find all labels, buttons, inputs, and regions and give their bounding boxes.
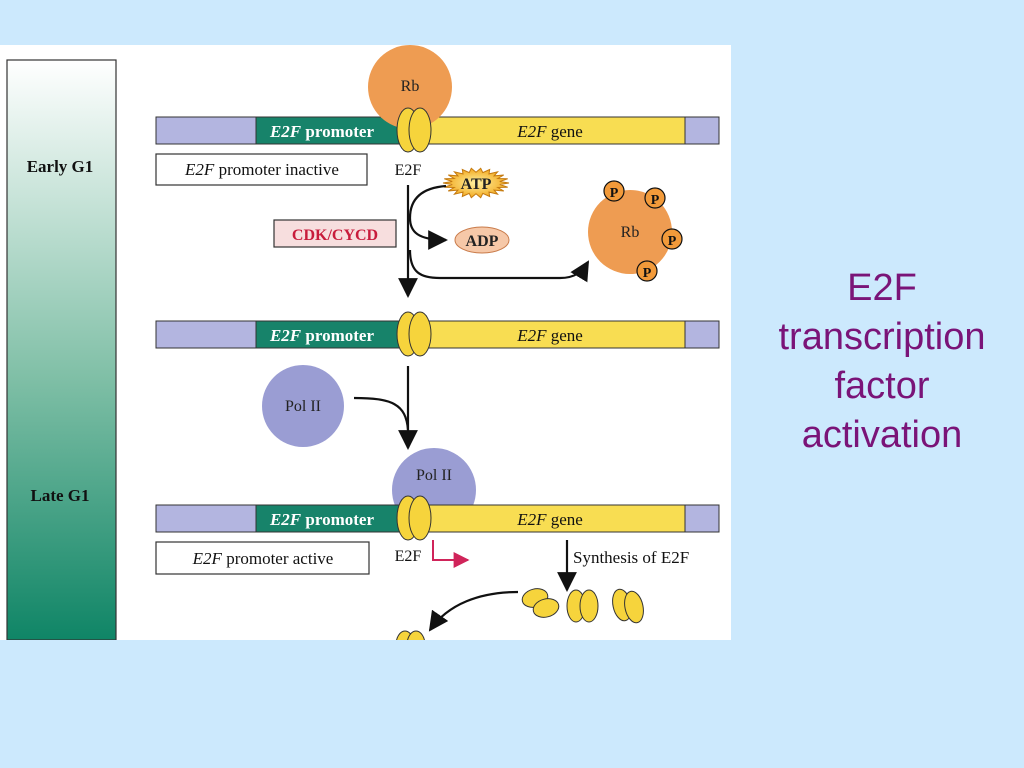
- cdk-cycd-label: CDK/CYCD: [292, 227, 378, 244]
- synthesis-label: Synthesis of E2F: [573, 548, 689, 567]
- status-box-inactive: [155, 153, 368, 186]
- adp-label: ADP: [466, 233, 499, 250]
- pol2-recruitment-arrows: [353, 366, 418, 450]
- phase-label-late-g1: Late G1: [30, 486, 89, 505]
- dna-strand-row-2: E2F promoter E2F gene: [155, 320, 720, 349]
- adp-badge: [454, 226, 510, 254]
- gene-label-row-2: E2F gene: [516, 326, 583, 345]
- phosphorylation-arrows: [398, 184, 590, 298]
- promoter-label-row-1: E2F promoter: [269, 122, 374, 141]
- e2f-label-bottom: E2F: [395, 548, 422, 565]
- status-box-active: [155, 541, 370, 575]
- atp-badge: ATP: [442, 167, 510, 199]
- transcription-start-arrow: [432, 540, 470, 568]
- dna-strand-row-1: E2F promoter E2F gene: [155, 116, 720, 145]
- rb-protein-bound: [368, 45, 452, 129]
- status-active-label: E2F promoter active: [192, 549, 334, 568]
- phosphate-label: P: [668, 234, 677, 249]
- e2f-dimer-bottom-partial: [396, 630, 425, 640]
- phosphate-2: P: [644, 187, 666, 209]
- phosphate-label: P: [651, 193, 660, 208]
- rb-bound-label: Rb: [401, 78, 420, 95]
- atp-label: ATP: [461, 176, 492, 193]
- slide-title-line-1: E2F: [847, 267, 917, 309]
- slide-title: E2F transcription factor activation: [760, 264, 1004, 460]
- e2f-label-top: E2F: [395, 162, 422, 179]
- slide-title-line-4: activation: [801, 414, 963, 456]
- pol2-free-label: Pol II: [285, 398, 321, 415]
- phosphate-3: P: [661, 228, 683, 250]
- e2f-dimer-row-3: [396, 495, 432, 541]
- rb-protein-phosphorylated: [588, 190, 672, 274]
- phosphate-4: P: [636, 260, 658, 282]
- phosphate-label: P: [610, 186, 619, 201]
- gene-label-row-3: E2F gene: [516, 510, 583, 529]
- slide-title-line-2: transcription: [778, 316, 986, 358]
- promoter-label-row-3: E2F promoter: [269, 510, 374, 529]
- e2f-activation-diagram: Early G1 Late G1 E2F promoter E2F gene R…: [0, 45, 731, 640]
- slide-title-line-3: factor: [834, 365, 930, 407]
- phosphate-1: P: [603, 180, 625, 202]
- rb-phospho-label: Rb: [621, 224, 640, 241]
- dna-strand-row-3: E2F promoter E2F gene: [155, 504, 720, 533]
- new-e2f-proteins: [521, 588, 644, 624]
- phosphate-label: P: [643, 266, 652, 281]
- status-inactive-label: E2F promoter inactive: [184, 160, 339, 179]
- e2f-dimer-row-2: [396, 311, 432, 357]
- phase-label-early-g1: Early G1: [27, 157, 94, 176]
- gene-label-row-1: E2F gene: [516, 122, 583, 141]
- phosphate-groups: P P P P: [603, 180, 683, 282]
- phase-gradient-bar: [6, 59, 117, 640]
- pol2-free: [262, 365, 344, 447]
- feedback-arrow: [428, 590, 519, 632]
- e2f-dimer-row-1: [396, 107, 432, 153]
- promoter-label-row-2: E2F promoter: [269, 326, 374, 345]
- pol2-bound-label: Pol II: [416, 467, 452, 484]
- cdk-cycd-box: [273, 219, 397, 248]
